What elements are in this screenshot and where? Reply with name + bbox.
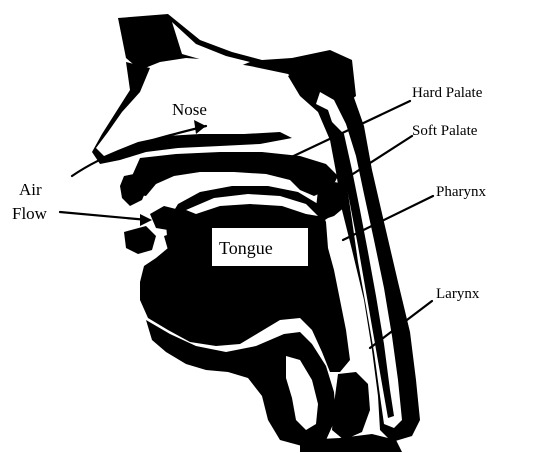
nose-label: Nose [172,100,207,119]
tongue-label: Tongue [219,238,273,258]
hard-palate-label: Hard Palate [412,85,483,101]
nose-arrowhead [194,120,206,134]
mouth-arrowhead [140,214,152,226]
pharynx-label: Pharynx [436,184,486,200]
larynx-shape [332,372,370,440]
flow-label: Flow [12,204,48,223]
soft-palate-label: Soft Palate [412,123,478,139]
air-flow-mouth-arrow [60,212,148,220]
air-label: Air [19,180,42,199]
upper-lip [120,172,148,206]
lower-lip [124,226,156,254]
larynx-label: Larynx [436,286,480,302]
